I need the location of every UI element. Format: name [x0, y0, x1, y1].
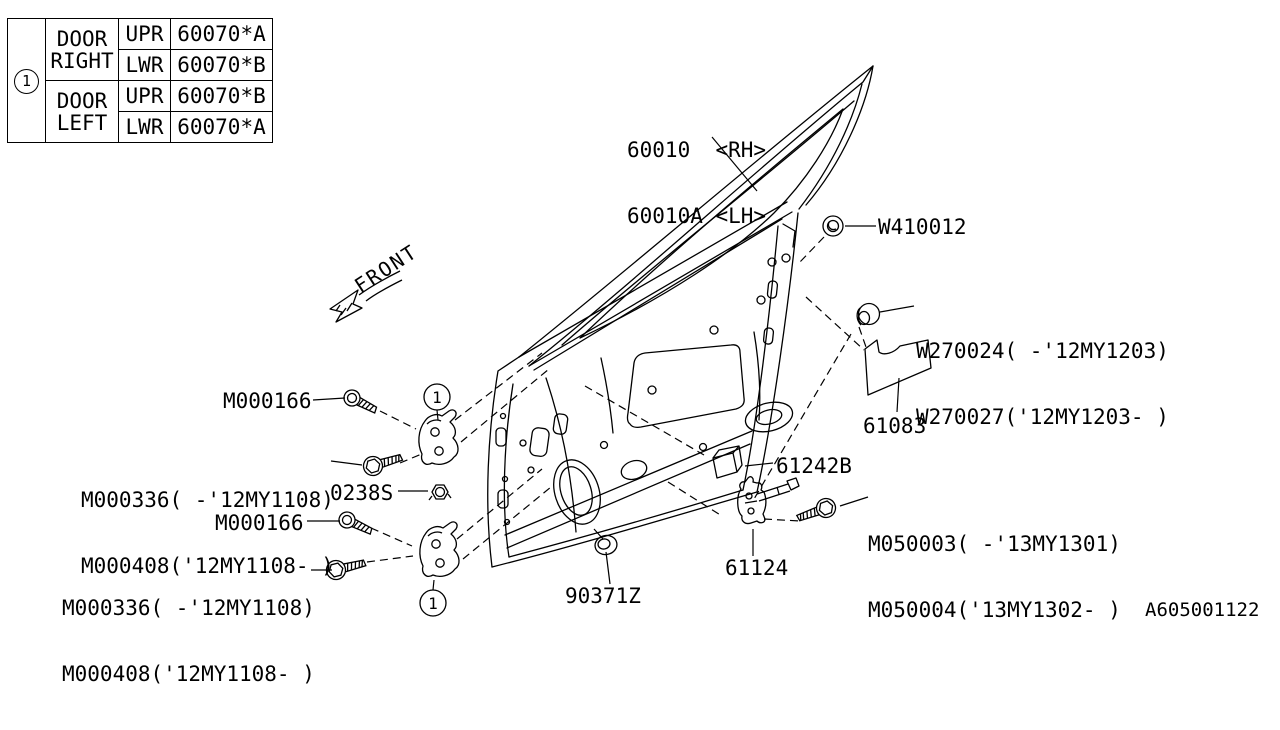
- part-label-w270024-a: W270024( -'12MY1203): [916, 339, 1169, 363]
- diagram-canvas: 1 1: [307, 65, 932, 617]
- part-label-61083: 61083: [863, 414, 927, 438]
- part-label-90371z: 90371Z: [565, 584, 641, 608]
- door-left-line2: LEFT: [56, 110, 108, 135]
- part-label-m000336-upper-a: M000336( -'12MY1108): [81, 488, 334, 512]
- door-right-line1: DOOR: [56, 26, 108, 51]
- screw-lower-icon: [335, 508, 376, 540]
- part-label-m050003: M050003( -'13MY1301) M050004('13MY1302- …: [868, 489, 1121, 665]
- part-label-0238s: 0238S: [330, 481, 394, 505]
- part-label-61124: 61124: [725, 556, 789, 580]
- part-label-61242b: 61242B: [776, 454, 852, 478]
- part-label-60010-rh: 60010 <RH>: [627, 138, 767, 162]
- upper-hinge-icon: [418, 409, 459, 466]
- table-cell-pos: UPR: [118, 80, 171, 112]
- part-label-60010: 60010 <RH> 60010A <LH>: [627, 95, 766, 271]
- table-cell-part: 60070*A: [170, 111, 273, 143]
- grommet-90371z-icon: [594, 534, 618, 556]
- hinge-callout-lower-number: 1: [428, 594, 438, 613]
- grommet-w410012-icon: [822, 215, 844, 237]
- table-cell-part: 60070*A: [170, 18, 273, 50]
- hinge-callout-upper: 1: [423, 383, 451, 411]
- table-cell-pos: LWR: [118, 49, 171, 81]
- bolt-checker-icon: [793, 495, 839, 528]
- door-right-line2: RIGHT: [50, 48, 114, 73]
- table-cell-pos: UPR: [118, 18, 171, 50]
- part-label-m000408-upper-b: M000408('12MY1108- ): [81, 554, 334, 578]
- part-label-m000336-lower: M000336( -'12MY1108) M000408('12MY1108- …: [62, 553, 315, 729]
- door-checker-61124-icon: [737, 476, 800, 525]
- bolt-upper-icon: [360, 447, 406, 479]
- lower-hinge-icon: [419, 521, 460, 577]
- diagram-code: A605001122: [1145, 599, 1260, 621]
- table-cell-part: 60070*B: [170, 80, 273, 112]
- nut-icon: [428, 484, 452, 501]
- plug-w270024-icon: [856, 302, 881, 326]
- screw-upper-icon: [340, 386, 381, 419]
- hinge-callout-lower: 1: [419, 589, 447, 617]
- cushion-61242b-icon: [712, 445, 743, 479]
- front-arrow-icon: [329, 270, 403, 323]
- door-left-line1: DOOR: [56, 88, 108, 113]
- cover-61083-shape: [864, 339, 932, 396]
- leader-lines: [307, 136, 915, 591]
- hinge-callout-upper-number: 1: [432, 388, 442, 407]
- table-cell-part: 60070*B: [170, 49, 273, 81]
- table-ref-circle: 1: [14, 68, 39, 94]
- dashed-guides: [366, 236, 867, 563]
- part-label-m000336-upper: M000336( -'12MY1108) M000408('12MY1108- …: [81, 445, 334, 621]
- part-label-w270024: W270024( -'12MY1203) W270027('12MY1203- …: [916, 296, 1169, 472]
- part-label-w270027-b: W270027('12MY1203- ): [916, 405, 1169, 429]
- table-ref-cell: 1: [7, 18, 46, 143]
- hinge-parts-table: 1 DOOR RIGHT UPR 60070*A LWR 60070*B DOO…: [7, 18, 273, 143]
- table-cell-door-right: DOOR RIGHT: [45, 18, 119, 81]
- part-label-m050004-b: M050004('13MY1302- ): [868, 598, 1121, 622]
- part-label-m000166-lower: M000166: [215, 511, 304, 535]
- part-label-m000166-upper: M000166: [223, 389, 312, 413]
- part-label-m000408-lower-b: M000408('12MY1108- ): [62, 662, 315, 686]
- table-cell-pos: LWR: [118, 111, 171, 143]
- part-label-m050003-a: M050003( -'13MY1301): [868, 532, 1121, 556]
- table-cell-door-left: DOOR LEFT: [45, 80, 119, 143]
- part-label-60010-lh: 60010A <LH>: [627, 204, 767, 228]
- part-label-w410012: W410012: [878, 215, 967, 239]
- part-label-m000336-lower-a: M000336( -'12MY1108): [62, 596, 315, 620]
- diagram-page: 1 1 1 DOOR RIGHT UPR 60070*A LWR: [7, 18, 1260, 685]
